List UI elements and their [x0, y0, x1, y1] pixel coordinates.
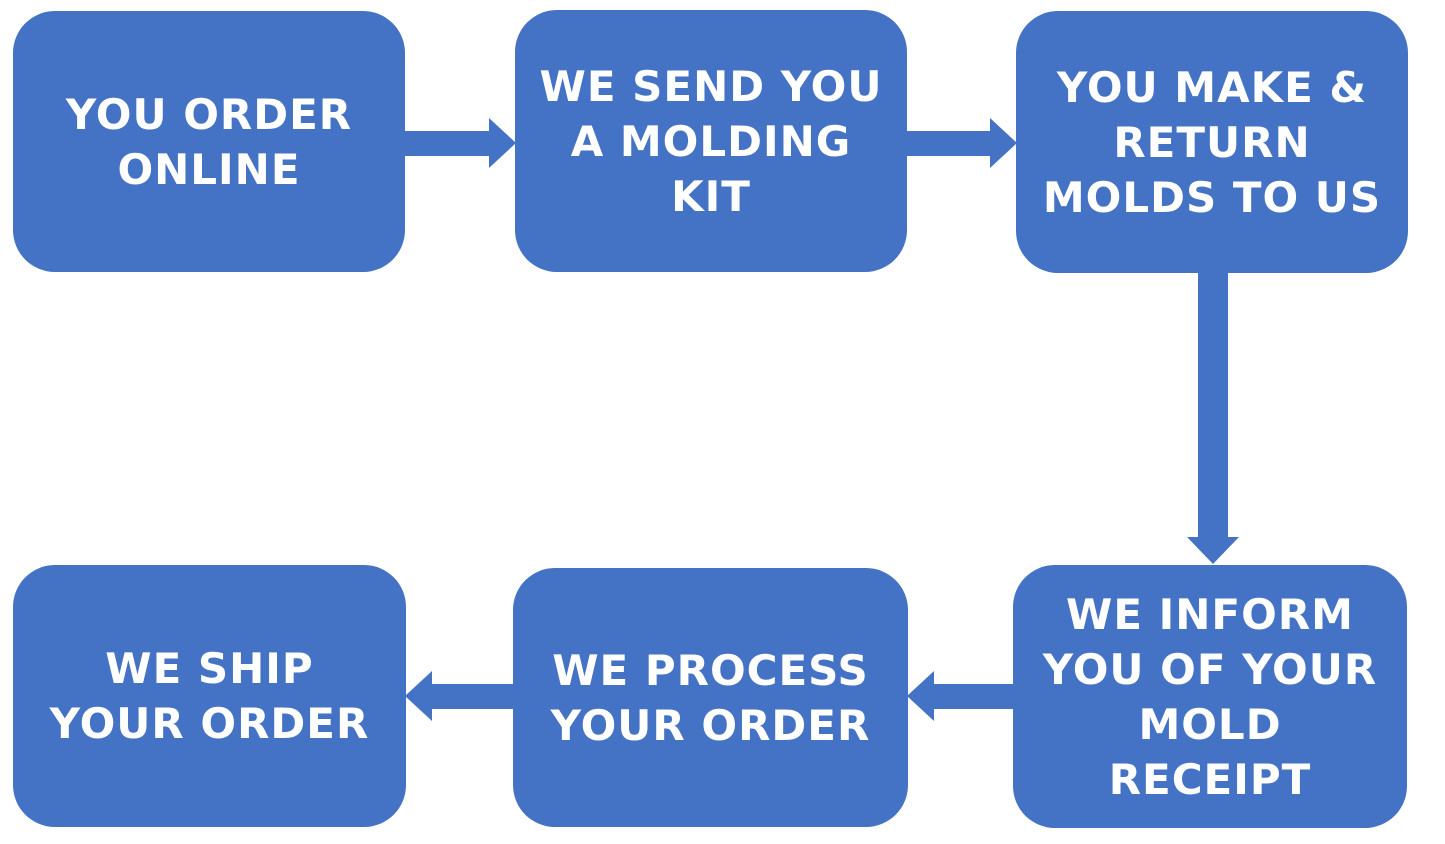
- arrow-stem: [432, 683, 514, 709]
- arrow-head-right-icon: [990, 118, 1017, 168]
- arrow-molds-to-receipt-icon: [1186, 272, 1239, 564]
- step-label: WE SEND YOU A MOLDING KIT: [539, 61, 883, 221]
- arrow-head-left-icon: [907, 671, 934, 721]
- step-ship-order: WE SHIP YOUR ORDER: [13, 565, 406, 827]
- step-label: WE INFORM YOU OF YOUR MOLD RECEIPT: [1042, 589, 1378, 804]
- step-you-order-online: YOU ORDER ONLINE: [13, 11, 405, 272]
- step-we-send-molding-kit: WE SEND YOU A MOLDING KIT: [515, 10, 907, 272]
- arrow-head-left-icon: [405, 671, 432, 721]
- step-label: WE PROCESS YOUR ORDER: [550, 645, 871, 750]
- arrow-stem: [905, 130, 990, 156]
- step-label: YOU MAKE & RETURN MOLDS TO US: [1042, 62, 1382, 222]
- arrow-stem: [403, 130, 489, 156]
- arrow-process-to-ship-icon: [405, 671, 514, 721]
- arrow-stem: [1197, 272, 1228, 537]
- arrow-kit-to-molds-icon: [905, 118, 1017, 168]
- step-label: YOU ORDER ONLINE: [65, 89, 353, 194]
- arrow-head-right-icon: [489, 118, 516, 168]
- step-label: WE SHIP YOUR ORDER: [49, 644, 370, 748]
- arrow-receipt-to-process-icon: [907, 671, 1014, 721]
- step-make-return-molds: YOU MAKE & RETURN MOLDS TO US: [1016, 11, 1408, 273]
- step-inform-mold-receipt: WE INFORM YOU OF YOUR MOLD RECEIPT: [1013, 565, 1407, 828]
- step-process-order: WE PROCESS YOUR ORDER: [513, 568, 908, 827]
- arrow-order-to-kit-icon: [403, 118, 516, 168]
- arrow-stem: [934, 683, 1014, 709]
- arrow-head-down-icon: [1186, 537, 1239, 564]
